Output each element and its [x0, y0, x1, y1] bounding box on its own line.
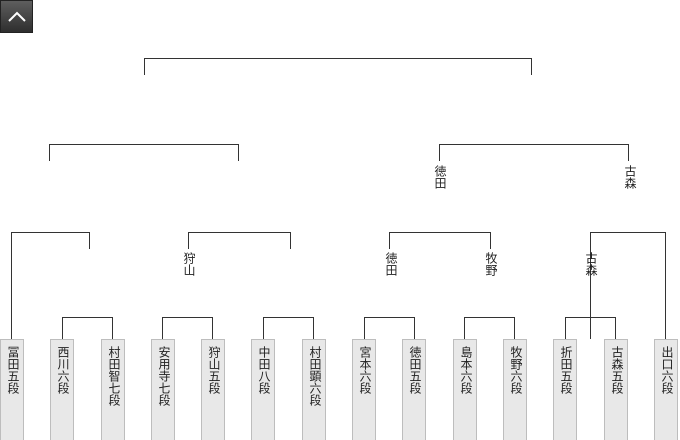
- player-name: 西川六段: [56, 346, 70, 394]
- scroll-top-button[interactable]: [0, 0, 33, 33]
- player-cell[interactable]: 村田智七段: [101, 339, 125, 440]
- player-name: 出口六段: [660, 346, 674, 394]
- winner-qf-5: 古森: [584, 252, 598, 276]
- player-cell[interactable]: 安用寺七段: [151, 339, 175, 440]
- bracket-r2-3: [389, 232, 491, 249]
- player-cell[interactable]: 島本六段: [453, 339, 477, 440]
- player-name: 中田八段: [257, 346, 271, 394]
- winner-qf-2: 狩山: [182, 252, 196, 276]
- player-name: 折田五段: [559, 346, 573, 394]
- winner-sf-right-1: 徳田: [433, 165, 447, 189]
- player-cell[interactable]: 折田五段: [553, 339, 577, 440]
- bracket-r1-6: [464, 317, 515, 339]
- player-name: 冨田五段: [6, 346, 20, 394]
- player-cell[interactable]: 古森五段: [604, 339, 628, 440]
- player-cell[interactable]: 出口六段: [654, 339, 678, 440]
- bracket-r1-player-1: [11, 232, 12, 339]
- player-cell[interactable]: 村田顕六段: [302, 339, 326, 440]
- player-name: 古森五段: [610, 346, 624, 394]
- player-name: 牧野六段: [509, 346, 523, 394]
- bracket-r1-3: [162, 317, 213, 339]
- player-cell[interactable]: 狩山五段: [201, 339, 225, 440]
- bracket-r1-1: [11, 232, 90, 249]
- bracket-sf-left: [49, 144, 239, 161]
- player-cell[interactable]: 徳田五段: [402, 339, 426, 440]
- player-cell[interactable]: 牧野六段: [503, 339, 527, 440]
- player-name: 村田智七段: [107, 346, 121, 406]
- winner-qf-4: 牧野: [484, 252, 498, 276]
- player-cell[interactable]: 西川六段: [50, 339, 74, 440]
- bracket-sf-right: [439, 144, 629, 161]
- chevron-up-icon: [8, 11, 26, 22]
- winner-sf-right-2: 古森: [623, 165, 637, 189]
- bracket-r2-2: [188, 232, 291, 249]
- bracket-r2-4: [590, 232, 666, 339]
- player-name: 狩山五段: [207, 346, 221, 394]
- player-name: 宮本六段: [358, 346, 372, 394]
- player-cell[interactable]: 冨田五段: [0, 339, 24, 440]
- player-cell[interactable]: 中田八段: [251, 339, 275, 440]
- bracket-r1-2: [62, 317, 113, 339]
- player-name: 島本六段: [459, 346, 473, 394]
- bracket-final: [144, 58, 532, 75]
- winner-qf-3: 徳田: [384, 252, 398, 276]
- player-cell[interactable]: 宮本六段: [352, 339, 376, 440]
- bracket-r1-5: [364, 317, 415, 339]
- player-name: 村田顕六段: [308, 346, 322, 406]
- bracket-r1-4: [263, 317, 314, 339]
- player-name: 安用寺七段: [157, 346, 171, 406]
- player-name: 徳田五段: [408, 346, 422, 394]
